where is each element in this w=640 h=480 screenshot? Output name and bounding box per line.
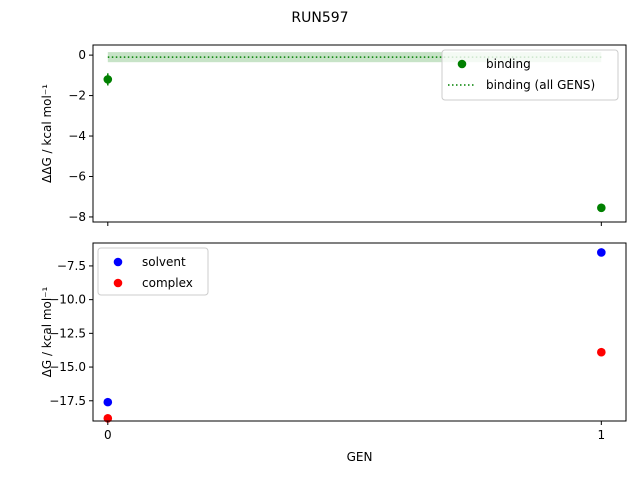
data-point-binding <box>103 75 113 84</box>
x-axis-label: GEN <box>347 450 373 464</box>
legend-marker <box>113 257 123 267</box>
legend-label: binding <box>486 57 531 71</box>
y-tick-label: −12.5 <box>49 326 86 340</box>
legend-box <box>97 247 209 296</box>
axes-frame <box>92 44 627 223</box>
confidence-band <box>107 52 602 63</box>
legend: binding binding (all GENS) <box>441 49 619 101</box>
y-axis-label: ΔG / kcal mol⁻¹ <box>40 286 54 377</box>
y-tick-label: −7.5 <box>57 259 86 273</box>
axes-frame <box>92 242 627 422</box>
data-point-solvent <box>597 248 606 257</box>
legend-marker <box>113 278 123 288</box>
y-tick-label: −4 <box>68 129 86 143</box>
data-point-complex <box>597 347 606 357</box>
y-tick-label: −10.0 <box>49 293 86 307</box>
data-point-solvent <box>103 397 113 407</box>
y-tick-label: −6 <box>68 169 86 183</box>
legend-label: solvent <box>142 255 186 269</box>
y-tick-label: −17.5 <box>49 394 86 408</box>
y-tick-label: −2 <box>68 89 86 103</box>
x-tick-label: 0 <box>104 428 112 442</box>
legend-label: complex <box>142 276 193 290</box>
x-tick-label: 1 <box>598 428 606 442</box>
legend-marker <box>457 59 467 69</box>
data-point-binding <box>597 203 606 213</box>
y-tick-label: −15.0 <box>49 360 86 374</box>
figure-title: RUN597 <box>291 10 348 26</box>
legend-box <box>441 49 619 101</box>
y-axis-label: ΔΔG / kcal mol⁻¹ <box>40 84 54 183</box>
y-tick-label: −8 <box>68 210 86 224</box>
y-tick-label: 0 <box>78 48 86 62</box>
top-panel: 0 −2 −4 −6 −8 ΔΔG / kcal mol⁻¹ binding binding … <box>40 44 627 226</box>
legend-label: binding (all GENS) <box>486 78 595 92</box>
data-point-complex <box>103 414 113 423</box>
legend: solvent complex <box>97 247 209 296</box>
bottom-panel: −7.5 −10.0 −12.5 −15.0 −17.5 0 1 ΔG / kcal mol⁻… <box>40 242 627 464</box>
